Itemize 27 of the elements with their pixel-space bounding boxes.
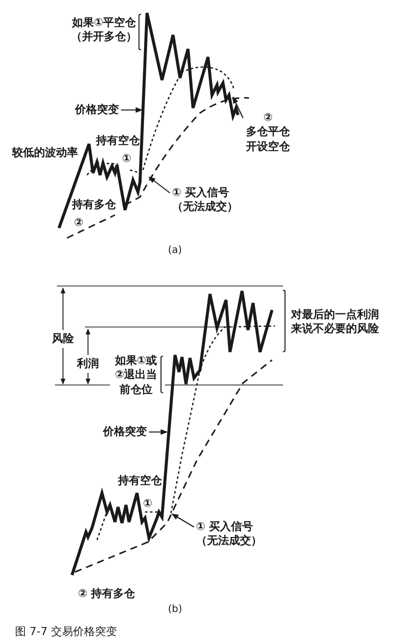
leader-arrow <box>149 429 168 435</box>
annotation-text: ① 买入信号（无法成交） <box>196 520 263 549</box>
annotation-text: 价格突变 <box>75 103 119 118</box>
annotation-text: 较低的波动率 <box>12 146 78 160</box>
annotation-text: 如果①平空仓（并开多仓） <box>70 16 138 45</box>
dimension-label: 风险 <box>52 330 74 348</box>
panel-label: (a) <box>168 244 182 257</box>
leader-arrow <box>171 514 194 528</box>
annotation-text: 对最后的一点利润来说不必要的风险 <box>291 308 380 337</box>
leader-arrow <box>148 176 170 194</box>
figure-caption: 图 7-7 交易价格突变 <box>15 624 117 640</box>
annotation-text: ② 持有多仓 <box>78 587 136 602</box>
annotation-text: 如果①或②退出当前仓位 <box>114 354 158 397</box>
annotation-text: 持有多仓 <box>72 198 116 212</box>
circled-number: ① <box>143 497 152 512</box>
annotation-text: ② <box>263 111 273 126</box>
annotation-text: 持有空仓 <box>118 474 162 488</box>
leader-arrow <box>121 107 143 113</box>
dimension-label: 利润 <box>77 355 99 374</box>
circled-number: ① <box>122 152 132 166</box>
annotation-text: ① 买入信号（无法成交） <box>172 186 239 215</box>
leader-arrow <box>232 96 244 118</box>
circled-number: ② <box>74 216 84 230</box>
annotation-text: 多仓平仓开设空仓 <box>245 125 291 154</box>
annotation-text: 价格突变 <box>103 425 147 440</box>
panel-label: (b) <box>168 603 182 616</box>
annotation-text: 持有空仓 <box>96 134 140 148</box>
